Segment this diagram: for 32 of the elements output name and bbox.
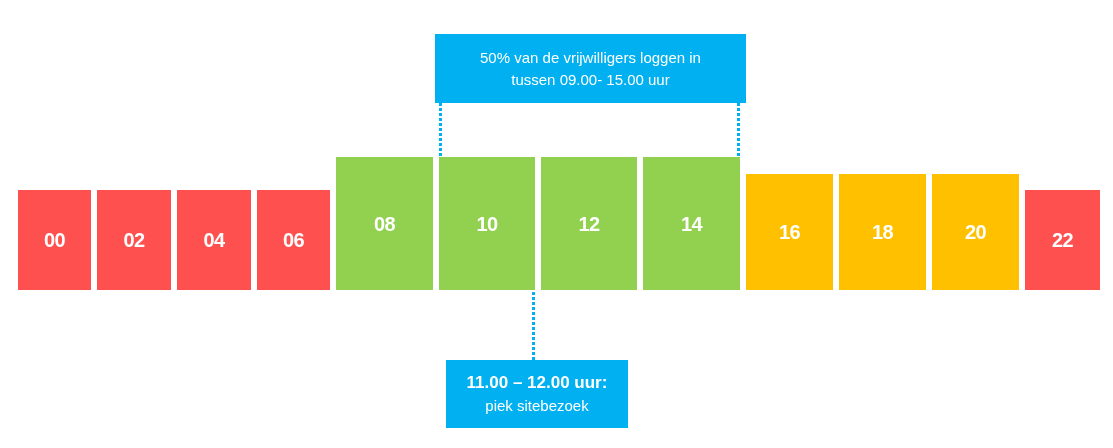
- leader-line: [439, 103, 442, 157]
- hour-block: [932, 174, 1019, 290]
- hour-block: [839, 174, 926, 290]
- hour-label: 10: [476, 213, 498, 234]
- callout-text: 11.00 – 12.00 uur:: [466, 372, 608, 394]
- hour-label: 02: [123, 230, 145, 250]
- hour-block: [541, 157, 637, 290]
- hour-label: 08: [373, 213, 396, 234]
- callout-text: piek sitebezoek: [485, 396, 589, 416]
- hour-block: [1025, 190, 1100, 290]
- hour-label: 06: [282, 230, 305, 250]
- hour-label: 18: [871, 222, 894, 242]
- callout-box: [446, 360, 628, 428]
- callout-text: 50% van de vrijwilligers loggen in tussen 09.00- 15.00 uur: [479, 47, 702, 90]
- hour-block: [643, 157, 740, 290]
- leader-line: [532, 290, 535, 360]
- hour-block: [336, 157, 433, 290]
- hour-block: [18, 190, 91, 290]
- hour-label: 12: [578, 213, 600, 234]
- hour-block: [439, 157, 535, 290]
- hour-label: 14: [680, 213, 703, 234]
- hour-block: [97, 190, 171, 290]
- leader-line: [737, 103, 740, 157]
- hour-label: 22: [1051, 230, 1074, 250]
- hour-label: 16: [778, 222, 801, 242]
- hour-label: 20: [964, 222, 987, 242]
- hour-block: [177, 190, 251, 290]
- callout-box: [435, 34, 746, 103]
- hour-label: 00: [43, 230, 66, 250]
- hour-block: [746, 174, 833, 290]
- hour-label: 04: [203, 230, 225, 250]
- hour-block: [257, 190, 330, 290]
